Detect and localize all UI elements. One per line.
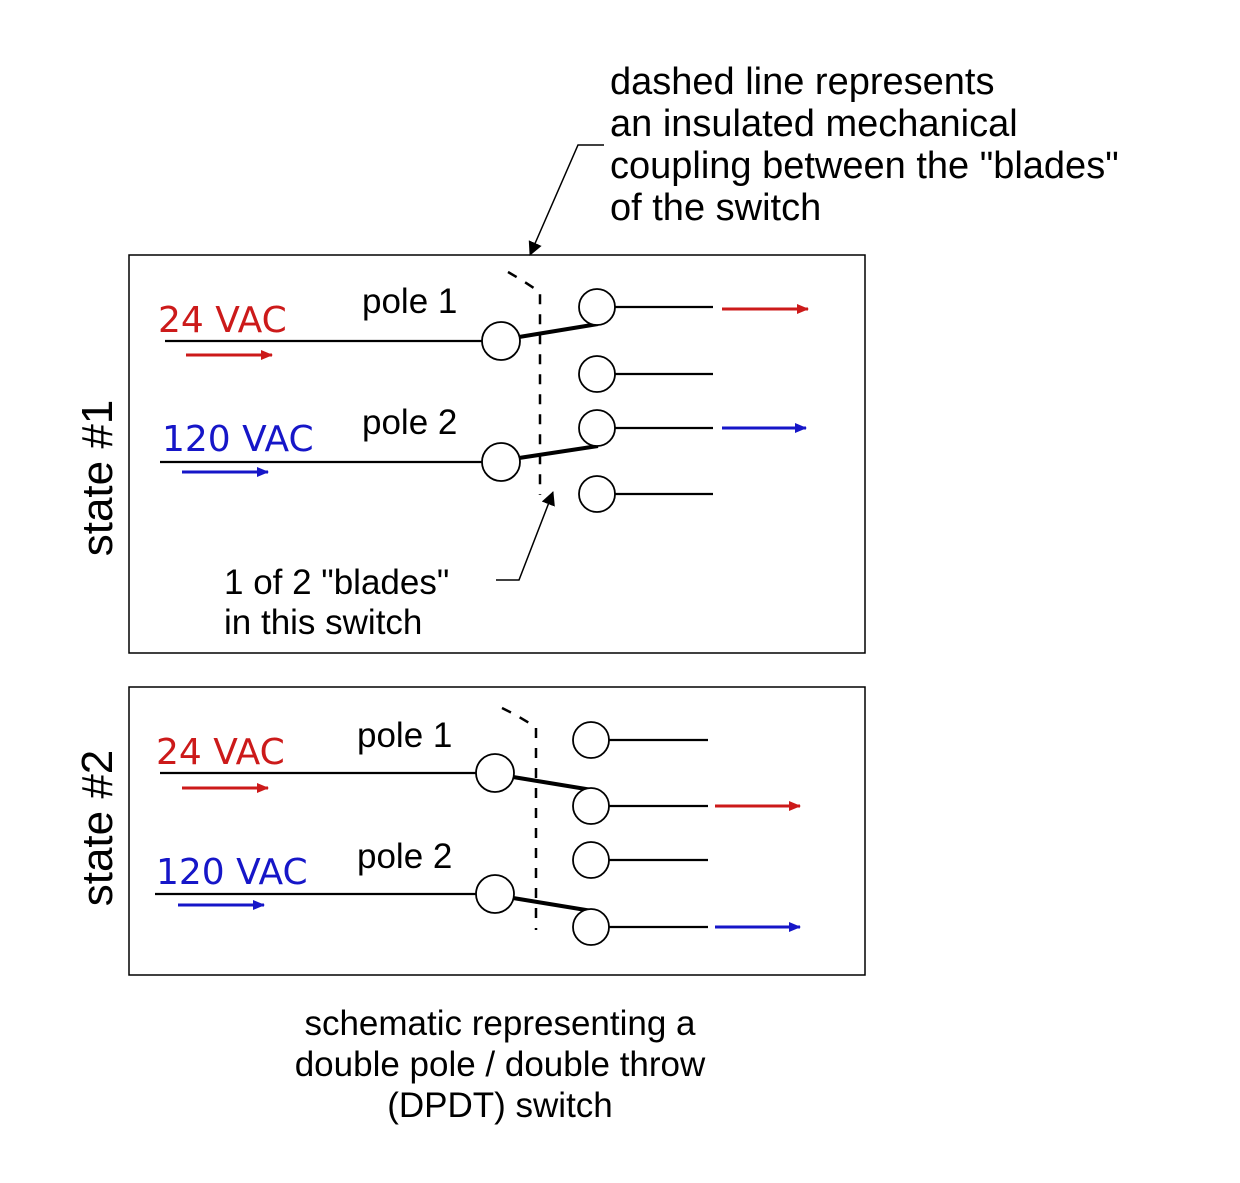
state-2-source-24vac: 24 VAC bbox=[156, 732, 285, 773]
caption-line-2: double pole / double throw bbox=[295, 1045, 706, 1084]
state-1-throw-2a-terminal bbox=[578, 409, 616, 447]
state-1-throw-2b-terminal bbox=[578, 475, 616, 513]
state-2-throw-1b-terminal bbox=[572, 787, 610, 825]
state-1-source-120vac: 120 VAC bbox=[162, 419, 314, 460]
state-1-pole-1-terminal bbox=[481, 321, 521, 361]
state-1-frame bbox=[128, 254, 866, 654]
blade-leader-arrow bbox=[496, 491, 555, 581]
state-1-pole-1-label: pole 1 bbox=[362, 282, 457, 321]
state-2-panel: state #2 24 VAC 120 VAC pole 1 pole 2 bbox=[73, 686, 866, 976]
state-2-throw-2a-terminal bbox=[572, 841, 610, 879]
state-1-pole-2-label: pole 2 bbox=[362, 403, 457, 442]
state-1-blade-1 bbox=[518, 322, 599, 339]
coupling-note-line-4: of the switch bbox=[610, 187, 821, 229]
state-2-pole-1-label: pole 1 bbox=[357, 716, 452, 755]
state-2-source-120vac: 120 VAC bbox=[156, 852, 308, 893]
state-1-blade-2 bbox=[518, 444, 599, 460]
state-2-pole-1-terminal bbox=[475, 753, 515, 793]
coupling-note-line-2: an insulated mechanical bbox=[610, 103, 1018, 145]
blade-note-line-1: 1 of 2 "blades" bbox=[224, 563, 449, 602]
state-1-pole-2-terminal bbox=[481, 442, 521, 482]
state-2-label: state #2 bbox=[73, 750, 122, 907]
state-1-label: state #1 bbox=[73, 400, 122, 557]
caption-line-3: (DPDT) switch bbox=[387, 1086, 613, 1125]
coupling-note-line-3: coupling between the "blades" bbox=[610, 145, 1119, 187]
coupling-leader-arrow bbox=[528, 144, 604, 256]
blade-note-line-2: in this switch bbox=[224, 603, 422, 642]
state-2-pole-2-terminal bbox=[475, 874, 515, 914]
coupling-annotation: dashed line represents an insulated mech… bbox=[528, 61, 1119, 256]
state-2-pole-2-label: pole 2 bbox=[357, 837, 452, 876]
coupling-note-line-1: dashed line represents bbox=[610, 61, 994, 103]
diagram-caption: schematic representing a double pole / d… bbox=[295, 1004, 706, 1125]
state-2-blade-2 bbox=[512, 896, 593, 913]
caption-line-1: schematic representing a bbox=[304, 1004, 696, 1043]
state-1-mechanical-coupling bbox=[507, 270, 542, 495]
state-2-mechanical-coupling bbox=[501, 706, 538, 930]
state-1-throw-1b-terminal bbox=[578, 355, 616, 393]
state-2-throw-2b-terminal bbox=[572, 908, 610, 946]
state-2-throw-1a-terminal bbox=[572, 721, 610, 759]
state-1-panel: state #1 24 VAC 120 VAC pole 1 pole 2 1 … bbox=[73, 254, 866, 654]
state-1-source-24vac: 24 VAC bbox=[158, 300, 287, 341]
state-1-throw-1a-terminal bbox=[578, 288, 616, 326]
state-2-blade-1 bbox=[512, 775, 593, 792]
state-2-frame bbox=[128, 686, 866, 976]
